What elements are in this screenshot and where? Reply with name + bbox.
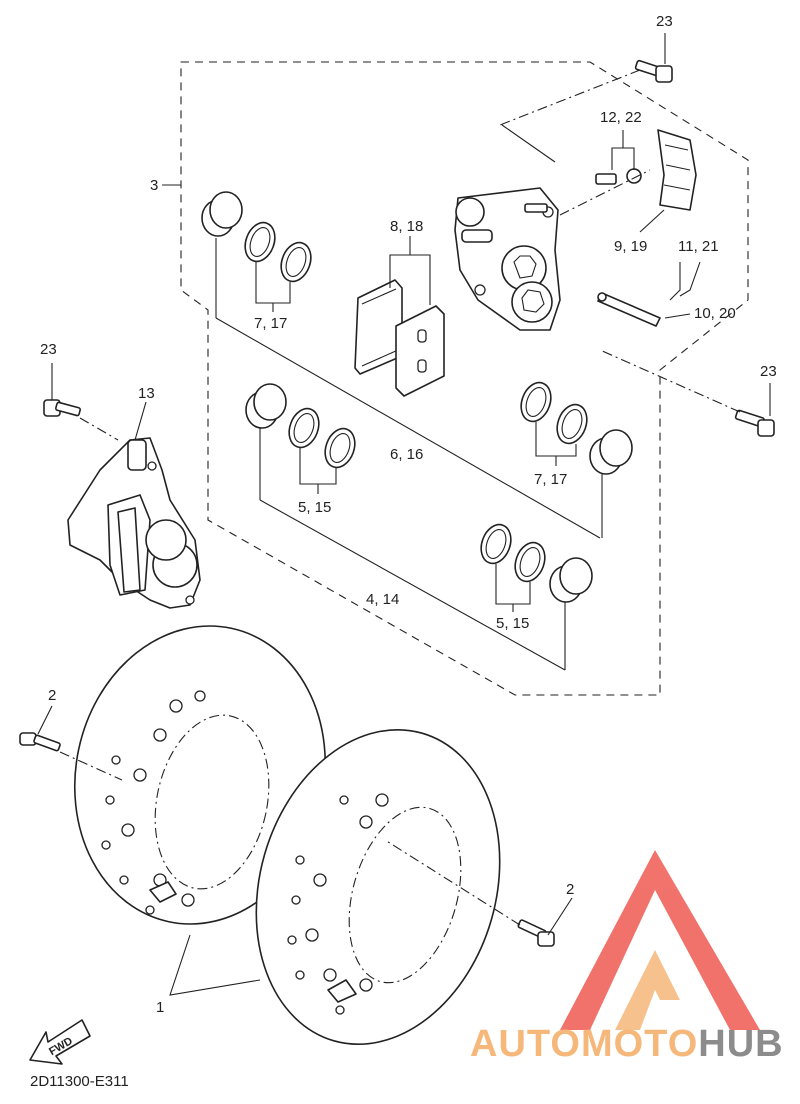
callout-23-left: 23 [40,341,57,358]
brake-pads [354,279,445,397]
fwd-arrow-icon [29,1019,91,1065]
axis-bolt-right [599,349,741,413]
leader-12-22 [611,147,635,170]
axis-bleed [559,169,651,216]
pad-spring [657,129,697,211]
callout-4-14: 4, 14 [366,591,399,608]
callout-1: 1 [156,999,164,1016]
diagram-code: 2D11300-E311 [30,1073,129,1090]
disc-bolt-left [19,732,61,752]
callout-10-20: 10, 20 [694,305,736,322]
callout-6-16: 6, 16 [390,446,423,463]
leader-1 [169,934,261,996]
leader-2-right [547,897,573,936]
callout-11-21: 11, 21 [678,238,719,255]
seal-ring-upper-a [244,221,276,263]
watermark-text: AUTOMOTOHUB [470,1023,784,1065]
piston-upper-left [201,191,243,237]
callout-2-left: 2 [48,687,56,704]
seal-ring-right-a [520,381,552,423]
leader-9-19 [639,209,665,233]
callout-9-19: 9, 19 [614,238,647,255]
fwd-label: FWD [47,1035,75,1058]
seal-ring-lower-a [480,523,512,565]
brake-disc-left [73,625,327,925]
watermark-outer-triangle [560,850,760,1030]
callout-23-top: 23 [656,13,673,30]
watermark-text-part2: HUB [698,1023,783,1065]
disc-bolt-right [517,919,555,947]
piston-lower-right [549,557,593,603]
seal-ring-lower-b [514,541,546,583]
watermark-inner-mark [615,950,680,1030]
leader-11-21 [679,261,701,297]
seal-ring-upper-b [280,241,312,283]
leader-2-left [37,705,53,735]
caliper-bolt-right [734,409,775,437]
piston-lower-left [245,383,287,429]
callout-12-22: 12, 22 [600,109,642,126]
pin-clip [669,262,681,301]
caliper-body-left [67,437,201,609]
callout-23-right: 23 [760,363,777,380]
piston-right [589,429,633,475]
callout-5-15-left: 5, 15 [298,499,331,516]
callout-5-15-lower: 5, 15 [496,615,529,632]
callout-7-17-right: 7, 17 [534,471,567,488]
axis-bolt-top [499,69,641,126]
leader-4-14 [259,499,566,671]
axis-bolt-left [79,417,119,441]
caliper-bolt-top [634,59,673,83]
dash-link-a [501,124,556,163]
watermark-text-part1: AUTOMOTO [470,1023,698,1065]
caliper-body-upper [454,187,561,331]
callout-13: 13 [138,385,155,402]
caliper-bolt-left [43,399,81,417]
watermark-logo [560,850,760,1030]
leader-6-16 [215,317,601,539]
callout-8-18: 8, 18 [390,218,423,235]
caliper-assembly-boundary [180,61,749,696]
seal-ring-left-b [324,427,356,469]
brake-disc-right [255,728,501,1046]
pad-pin [597,292,661,327]
leader-13 [134,401,147,441]
callout-2-right: 2 [566,881,574,898]
seal-ring-left-a [288,407,320,449]
callout-3: 3 [150,177,158,194]
bleed-screw [595,168,642,185]
axis-disc-bolt-right [384,839,521,926]
axis-disc-bolt-left [59,751,123,781]
callout-7-17-upper: 7, 17 [254,315,287,332]
seal-ring-right-b [556,403,588,445]
leader-10-20 [664,313,691,319]
